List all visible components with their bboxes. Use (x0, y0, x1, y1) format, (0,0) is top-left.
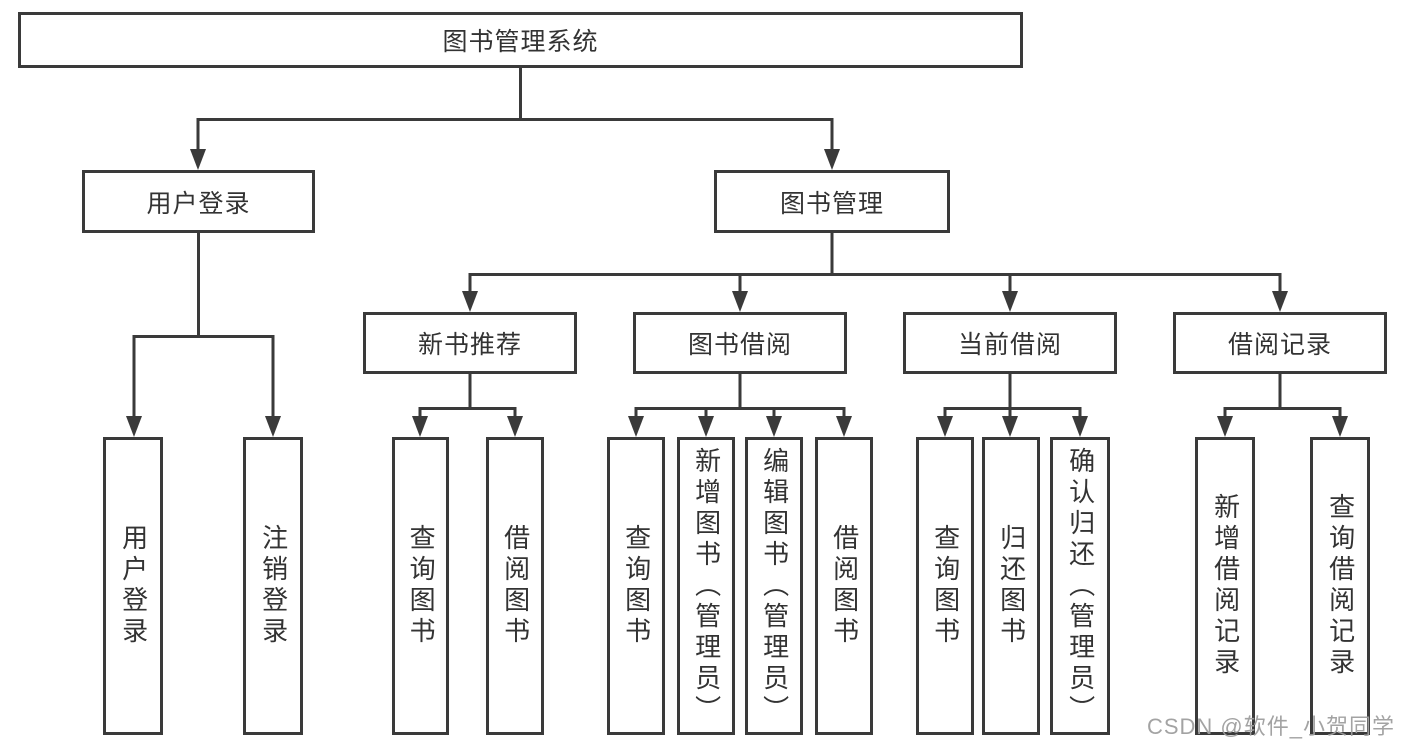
node-borrow-records: 借阅记录 (1173, 312, 1387, 374)
watermark: CSDN @软件_小贺同学 (1146, 714, 1395, 739)
node-label: 用户登录 (118, 524, 149, 648)
leaf-confirm-return-admin: 确认归还（管理员） (1050, 437, 1110, 735)
leaf-borrow-books: 借阅图书 (815, 437, 873, 735)
node-label: 借阅图书 (500, 524, 531, 648)
node-label: 查询图书 (621, 524, 652, 648)
node-label: 用户登录 (146, 189, 251, 218)
node-book-borrow: 图书借阅 (633, 312, 847, 374)
node-label: 新书推荐 (417, 331, 522, 359)
leaf-borrow-books-recommend: 借阅图书 (486, 437, 544, 735)
leaf-query-borrow-record: 查询借阅记录 (1310, 437, 1370, 735)
node-label: 新增图书（管理员） (691, 446, 722, 726)
leaf-query-books-current: 查询图书 (916, 437, 974, 735)
node-label: 借阅图书 (829, 524, 860, 648)
node-label: 查询图书 (406, 524, 437, 648)
leaf-return-books: 归还图书 (982, 437, 1040, 735)
node-label: 图书借阅 (687, 331, 792, 359)
node-label: 确认归还（管理员） (1065, 446, 1096, 726)
leaf-logout: 注销登录 (243, 437, 303, 735)
leaf-query-books-recommend: 查询图书 (392, 437, 449, 735)
node-label: 新增借阅记录 (1210, 493, 1241, 679)
node-root-system: 图书管理系统 (18, 12, 1023, 68)
node-label: 图书管理 (779, 189, 884, 218)
node-label: 查询图书 (930, 524, 961, 648)
leaf-edit-books-admin: 编辑图书（管理员） (745, 437, 803, 735)
node-new-book-recommend: 新书推荐 (363, 312, 577, 374)
leaf-query-books-borrow: 查询图书 (607, 437, 665, 735)
node-label: 借阅记录 (1227, 331, 1332, 359)
node-current-borrow: 当前借阅 (903, 312, 1117, 374)
leaf-add-borrow-record: 新增借阅记录 (1195, 437, 1255, 735)
node-label: 查询借阅记录 (1325, 493, 1356, 679)
node-label: 归还图书 (996, 524, 1027, 648)
node-label: 注销登录 (258, 524, 289, 648)
leaf-add-books-admin: 新增图书（管理员） (677, 437, 735, 735)
arrowhead-down-icons (126, 149, 1348, 437)
leaf-user-login: 用户登录 (103, 437, 163, 735)
node-label: 当前借阅 (957, 331, 1062, 359)
node-label: 图书管理系统 (442, 28, 599, 56)
node-label: 编辑图书（管理员） (759, 446, 790, 726)
node-user-login: 用户登录 (82, 170, 315, 233)
node-book-management: 图书管理 (714, 170, 950, 233)
